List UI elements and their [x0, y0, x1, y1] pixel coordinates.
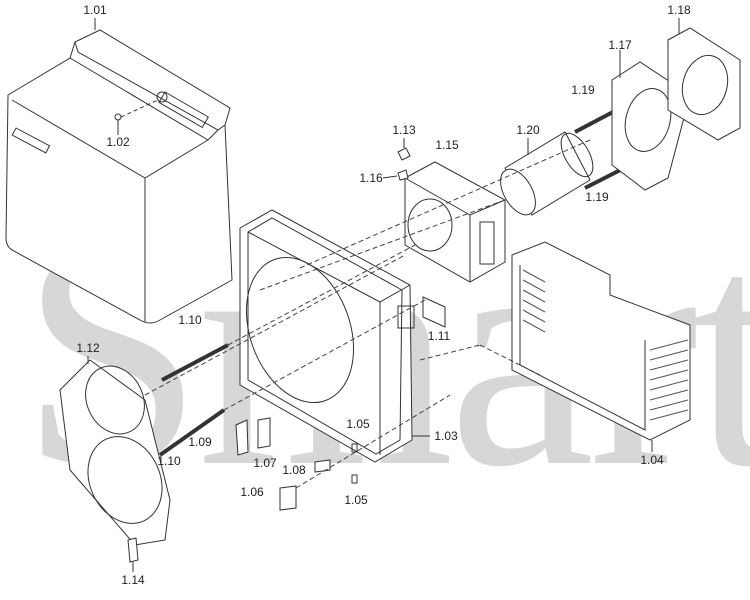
part-label-1-18: 1.18 [667, 3, 691, 17]
part-label-1-08: 1.08 [282, 463, 306, 477]
part-label-1-04: 1.04 [640, 453, 664, 467]
plate-part [667, 18, 741, 141]
part-label-1-20: 1.20 [516, 123, 540, 137]
part-label-1-06: 1.06 [240, 485, 264, 499]
part-label-1-19a: 1.19 [571, 83, 595, 97]
part-label-1-15: 1.15 [435, 138, 459, 152]
fitting-parts [382, 138, 411, 181]
part-label-1-19b: 1.19 [585, 190, 609, 204]
part-label-1-07: 1.07 [253, 456, 277, 470]
small-parts [127, 417, 430, 572]
air-box-part [404, 161, 506, 283]
part-label-1-12: 1.12 [76, 341, 100, 355]
front-cover-part [5, 18, 233, 324]
part-label-1-14: 1.14 [121, 573, 145, 587]
main-housing-part [239, 209, 415, 463]
part-label-1-10a: 1.10 [178, 313, 202, 327]
part-label-1-17: 1.17 [608, 38, 632, 52]
part-label-1-03: 1.03 [434, 429, 458, 443]
rod-part [158, 408, 226, 457]
part-label-1-05a: 1.05 [346, 417, 370, 431]
part-label-1-13: 1.13 [392, 123, 416, 137]
air-tube-part [500, 131, 594, 216]
part-label-1-10b: 1.10 [157, 454, 181, 468]
part-label-1-11: 1.11 [427, 329, 451, 343]
part-label-1-05b: 1.05 [344, 493, 368, 507]
fan-plate-part [59, 356, 171, 546]
rod-part [161, 343, 229, 382]
part-label-1-02: 1.02 [106, 135, 130, 149]
assembly-guide-lines [144, 139, 591, 489]
part-label-1-16: 1.16 [359, 171, 383, 185]
gasket-part [422, 296, 446, 328]
side-cover-part [511, 241, 691, 452]
part-label-1-01: 1.01 [83, 3, 107, 17]
part-label-1-09: 1.09 [188, 435, 212, 449]
